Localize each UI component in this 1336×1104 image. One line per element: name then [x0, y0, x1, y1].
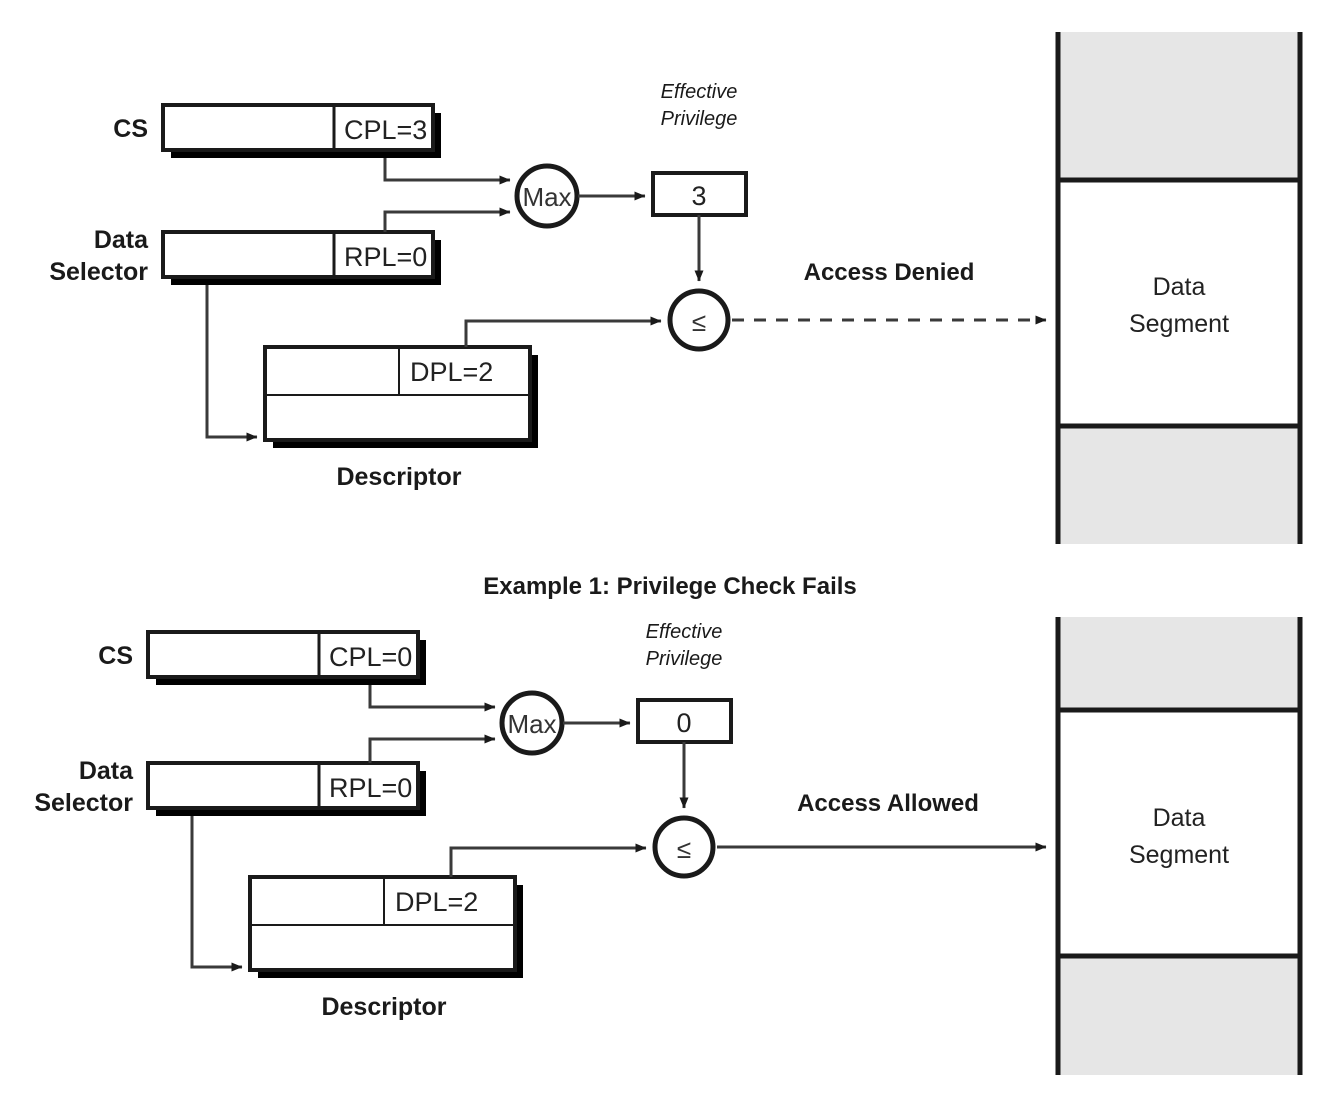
cs-register-1: CS CPL=3	[113, 103, 441, 158]
dpl-to-compare-line-2	[449, 843, 647, 877]
data-segment-label-line2: Segment	[1129, 310, 1229, 338]
cs-label-1: CS	[113, 115, 148, 143]
compare-label-1: ≤	[692, 307, 706, 337]
descriptor-label-2: Descriptor	[321, 993, 446, 1021]
rpl-to-max-line-2	[368, 734, 496, 763]
figure-caption: Example 1: Privilege Check Fails	[483, 573, 857, 600]
example-2-group: Data Segment CS CPL=0 Data Selector RPL=…	[34, 617, 1303, 1075]
dpl-value-2: DPL=2	[395, 887, 478, 917]
data-selector-label-line2-1: Selector	[49, 258, 148, 286]
cs-box-2	[146, 630, 420, 679]
effective-privilege-label-line2-1: Privilege	[661, 108, 738, 130]
compare-circle-2	[652, 815, 716, 879]
result-label-2: Access Allowed	[797, 790, 979, 817]
cs-label-2: CS	[98, 642, 133, 670]
effective-privilege-label-line1-2: Effective	[646, 621, 723, 643]
cs-to-max-line-2	[368, 685, 496, 712]
memory-column-1: Data Segment	[1055, 32, 1303, 544]
descriptor-box-1	[263, 345, 532, 442]
descriptor-1: DPL=2 Descriptor	[263, 345, 538, 491]
descriptor-2: DPL=2 Descriptor	[248, 875, 523, 1021]
effective-privilege-label-line1-1: Effective	[661, 81, 738, 103]
data-selector-label-line1-1: Data	[94, 226, 149, 254]
cs-box-1	[161, 103, 435, 152]
cpl-value-2: CPL=0	[329, 642, 412, 672]
data-segment-fill-2	[1058, 710, 1300, 956]
descriptor-label-1: Descriptor	[336, 463, 461, 491]
compare-operator-2: ≤	[652, 815, 716, 879]
effective-privilege-label-line2-2: Privilege	[646, 648, 723, 670]
cs-to-max-line-1	[383, 158, 511, 185]
rpl-value-2: RPL=0	[329, 773, 412, 803]
data-selector-1: Data Selector RPL=0	[49, 226, 441, 286]
data-selector-2: Data Selector RPL=0	[34, 757, 426, 817]
compare-operator-1: ≤	[667, 288, 731, 352]
connectors-1	[205, 158, 704, 442]
max-operator-1: Max	[514, 163, 580, 229]
result-label-1: Access Denied	[804, 259, 975, 286]
data-segment-label-line1: Data	[1153, 273, 1206, 301]
result-arrow-2: Access Allowed	[717, 790, 1047, 852]
rpl-value-1: RPL=0	[344, 242, 427, 272]
data-selector-label-line2-2: Selector	[34, 789, 133, 817]
memory-column-2: Data Segment	[1055, 617, 1303, 1075]
data-selector-box-2	[146, 761, 420, 810]
selector-to-descriptor-line-1	[205, 285, 258, 442]
effective-privilege-value-1: 3	[691, 181, 706, 211]
selector-to-descriptor-line-2	[190, 816, 243, 972]
cpl-value-1: CPL=3	[344, 115, 427, 145]
data-segment-label-line1-2: Data	[1153, 804, 1206, 832]
data-selector-label-line1-2: Data	[79, 757, 134, 785]
max-label-1: Max	[522, 182, 571, 212]
cs-register-2: CS CPL=0	[98, 630, 426, 685]
compare-label-2: ≤	[677, 834, 691, 864]
compare-circle-1	[667, 288, 731, 352]
effective-privilege-box-1	[651, 171, 748, 217]
effective-privilege-box-2	[636, 698, 733, 744]
data-segment-label-line2-2: Segment	[1129, 841, 1229, 869]
max-circle-2	[499, 690, 565, 756]
max-operator-2: Max	[499, 690, 565, 756]
max-circle-1	[514, 163, 580, 229]
rpl-to-max-line-1	[383, 207, 511, 232]
effective-privilege-1: Effective Privilege 3	[651, 81, 748, 217]
effective-privilege-value-2: 0	[676, 708, 691, 738]
result-arrow-1: Access Denied	[732, 259, 1047, 325]
dpl-to-compare-line-1	[464, 316, 662, 347]
connectors-2	[190, 685, 689, 972]
data-segment-fill-1	[1058, 180, 1300, 426]
descriptor-box-2	[248, 875, 517, 972]
example-1-group: Data Segment CS CPL=3 Data Selector RPL=…	[49, 32, 1303, 544]
effective-privilege-2: Effective Privilege 0	[636, 621, 733, 744]
max-label-2: Max	[507, 709, 556, 739]
data-selector-box-1	[161, 230, 435, 279]
dpl-value-1: DPL=2	[410, 357, 493, 387]
